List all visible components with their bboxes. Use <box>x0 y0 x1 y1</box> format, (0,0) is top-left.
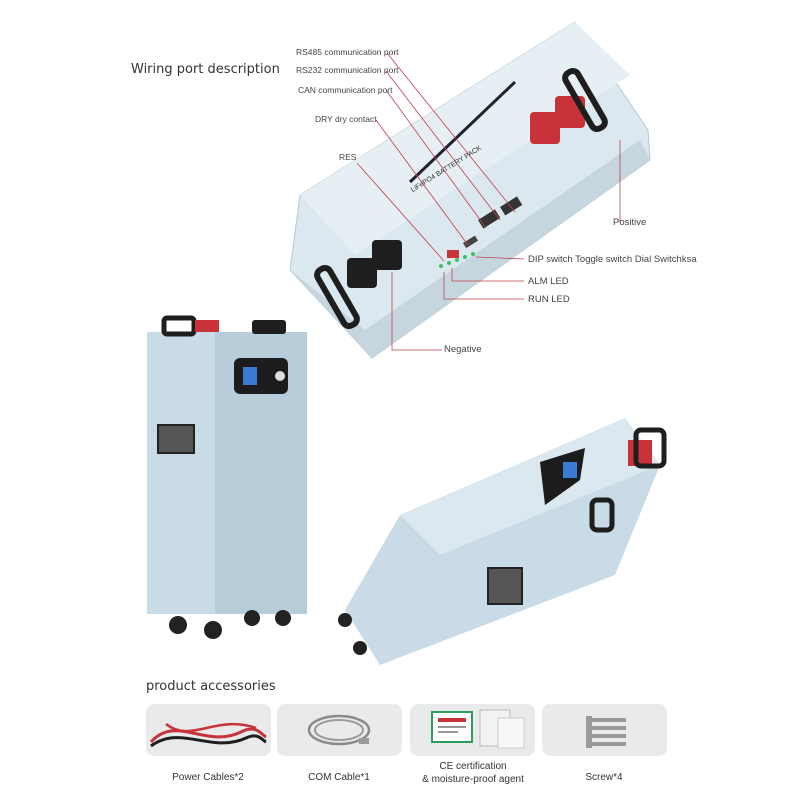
accessory-ce-certification-image <box>410 704 535 756</box>
accessory-label-ce-line1: CE certification <box>439 761 507 772</box>
battery-standing-view <box>147 315 307 639</box>
accessory-com-cable-image <box>277 704 402 756</box>
callout-res: RES <box>339 152 357 162</box>
callout-rs232: RS232 communication port <box>296 65 399 75</box>
battery-lying-view <box>338 418 667 665</box>
accessories-title: product accessories <box>146 679 276 694</box>
accessory-label-screws: Screw*4 <box>585 772 623 783</box>
callout-can: CAN communication port <box>298 85 393 95</box>
accessory-label-power-cables: Power Cables*2 <box>172 772 244 783</box>
callout-dry-contact: DRY dry contact <box>315 114 377 124</box>
wiring-title: Wiring port description <box>131 62 280 77</box>
battery-top-view <box>289 21 651 359</box>
callout-run-led: RUN LED <box>528 294 570 305</box>
callout-rs485: RS485 communication port <box>296 47 399 57</box>
callout-positive: Positive <box>613 217 647 228</box>
callout-dip-switch: DIP switch Toggle switch Dial Switchksa <box>528 254 697 265</box>
accessory-label-com-cable: COM Cable*1 <box>308 772 370 783</box>
accessory-power-cables-image <box>146 704 271 756</box>
accessory-label-ce-line2: & moisture-proof agent <box>422 774 524 785</box>
accessory-screws-image <box>542 704 667 756</box>
callout-alm-led: ALM LED <box>528 276 569 287</box>
callout-negative: Negative <box>444 344 482 355</box>
